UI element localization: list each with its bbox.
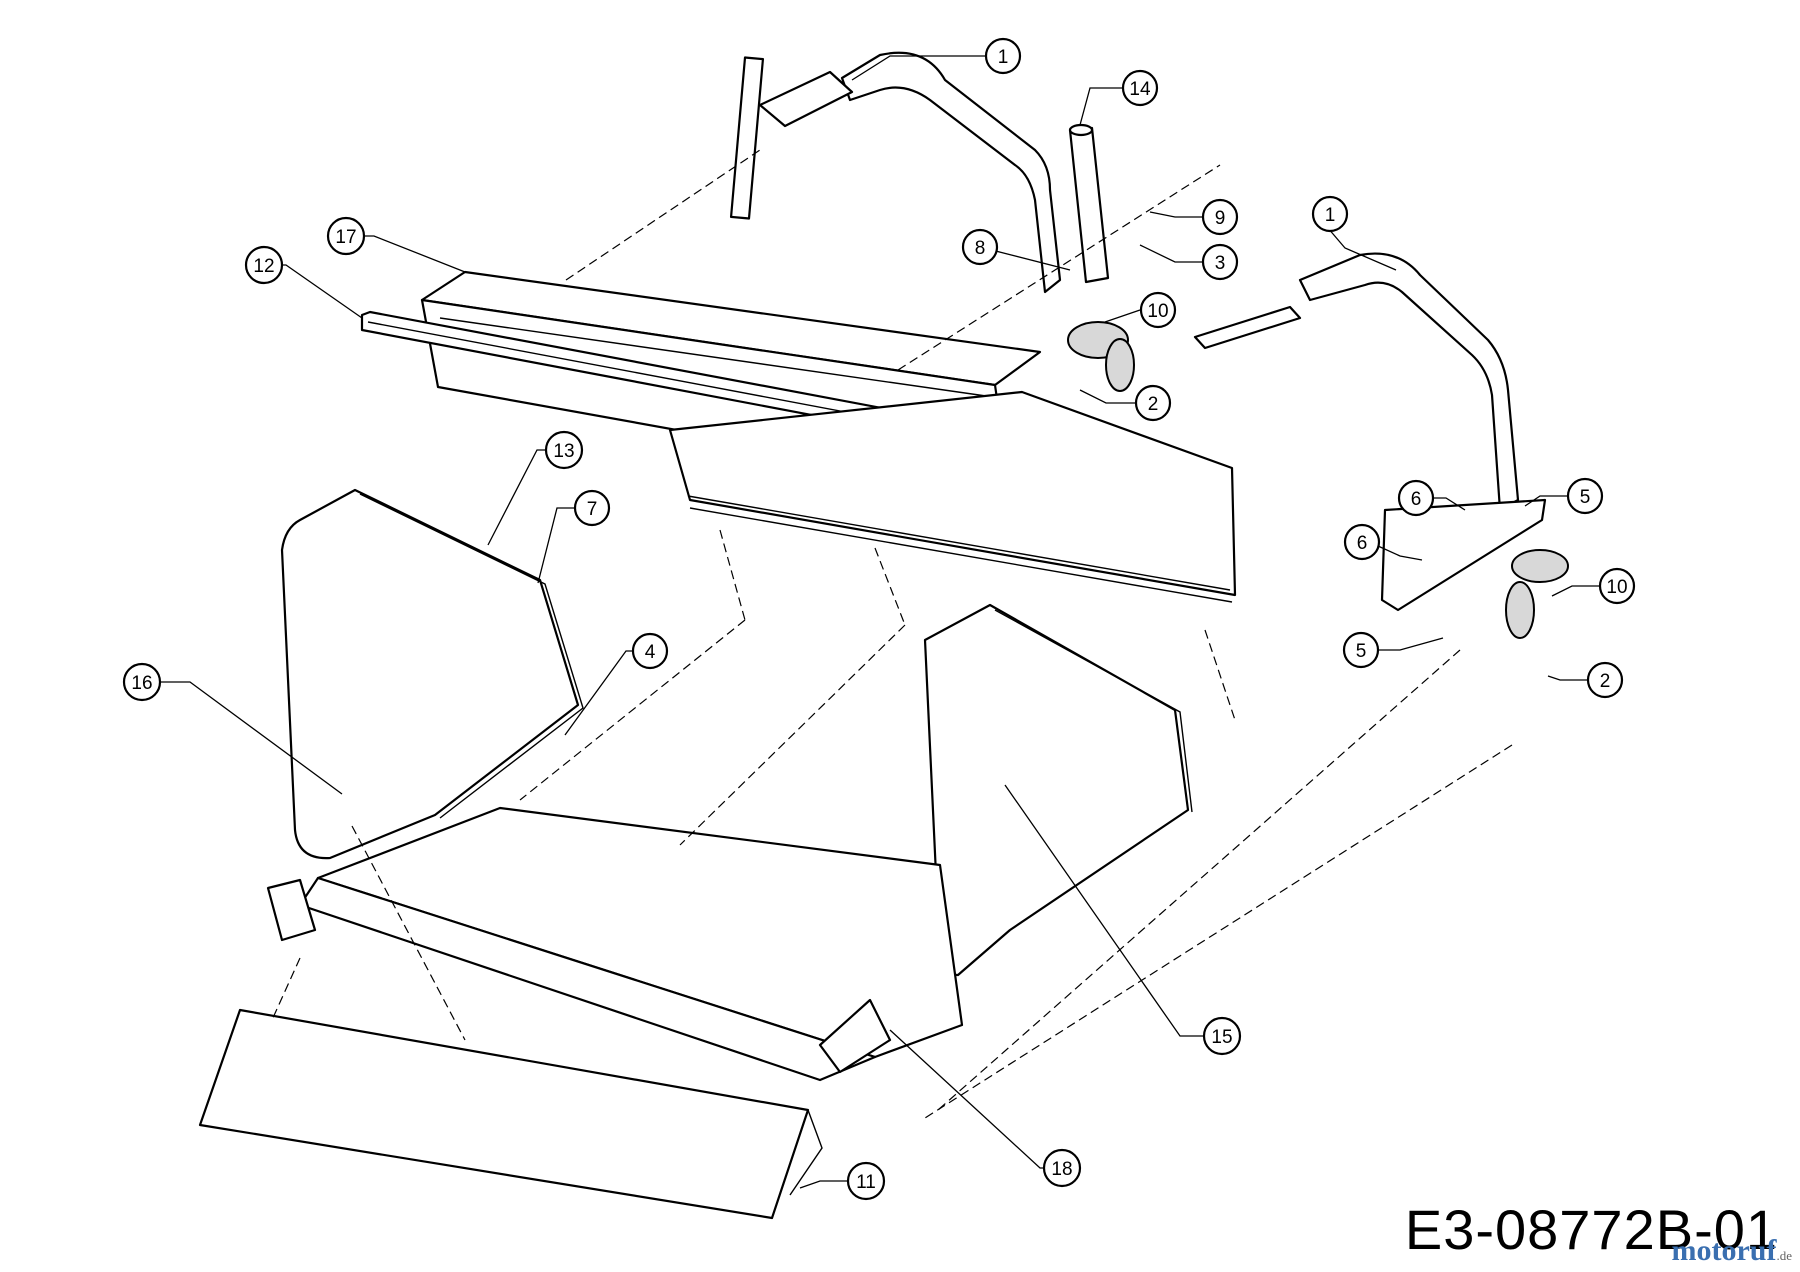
part-5-bracket — [1380, 498, 1547, 612]
callout-10-top: 10 — [1139, 291, 1177, 329]
callout-1-top: 1 — [984, 37, 1022, 75]
callout-6-bottom: 6 — [1343, 523, 1381, 561]
assembly-lines — [271, 149, 1513, 1119]
callout-label: 10 — [1606, 577, 1627, 598]
callout-16: 16 — [122, 662, 162, 702]
bottom-tray — [298, 806, 964, 1082]
part-1-handle-right — [1193, 252, 1520, 512]
callout-17: 17 — [326, 216, 366, 256]
callout-2-top: 2 — [1134, 384, 1172, 422]
callout-label: 12 — [253, 256, 274, 277]
callout-label: 10 — [1147, 301, 1168, 322]
part-18-front-bracket — [266, 878, 892, 1074]
callout-1-right: 1 — [1311, 195, 1349, 233]
callout-3: 3 — [1201, 243, 1239, 281]
callout-13: 13 — [544, 430, 584, 470]
part-14-tube — [1068, 123, 1110, 284]
callout-8: 8 — [961, 228, 999, 266]
callout-label: 6 — [1411, 489, 1422, 510]
callout-label: 8 — [975, 238, 986, 259]
callout-5-right: 5 — [1566, 477, 1604, 515]
callout-14: 14 — [1121, 69, 1159, 107]
callout-2-right: 2 — [1586, 661, 1624, 699]
callout-18: 18 — [1042, 1148, 1082, 1188]
part-11-chute-plate — [198, 1008, 823, 1220]
callout-label: 2 — [1600, 671, 1611, 692]
watermark-logo: motoruf.de — [1671, 1234, 1792, 1268]
callout-label: 14 — [1129, 79, 1151, 100]
callout-label: 1 — [1325, 205, 1336, 226]
callout-11: 11 — [846, 1161, 886, 1201]
callout-label: 7 — [587, 499, 598, 520]
callout-6-top: 6 — [1397, 479, 1435, 517]
callout-4: 4 — [631, 632, 669, 670]
callout-10-right: 10 — [1598, 567, 1636, 605]
part-1-handle-top — [729, 51, 1062, 294]
callout-label: 5 — [1356, 641, 1367, 662]
drawing-code: E3-08772B-01 — [1404, 1198, 1778, 1261]
callout-label: 15 — [1211, 1027, 1232, 1048]
callout-label: 6 — [1357, 533, 1368, 554]
back-panel — [668, 390, 1237, 603]
part-15-right-panel — [923, 603, 1193, 977]
callout-label: 4 — [645, 642, 656, 663]
part-16-left-panel — [280, 488, 584, 860]
callout-label: 2 — [1148, 394, 1159, 415]
callout-label: 9 — [1215, 208, 1226, 229]
callout-label: 1 — [998, 47, 1009, 68]
callout-label: 17 — [335, 227, 356, 248]
callout-label: 16 — [131, 673, 152, 694]
callout-label: 13 — [553, 441, 574, 462]
callout-label: 11 — [856, 1172, 876, 1193]
callout-label: 18 — [1051, 1159, 1072, 1180]
part-10-caster-top — [1067, 321, 1135, 392]
callout-label: 3 — [1215, 253, 1226, 274]
callout-9: 9 — [1201, 198, 1239, 236]
callout-15: 15 — [1202, 1016, 1242, 1056]
callout-7: 7 — [573, 489, 611, 527]
part-10-caster-right — [1505, 549, 1569, 639]
callout-label: 5 — [1580, 487, 1591, 508]
watermark-main: motoruf — [1671, 1234, 1777, 1267]
watermark-suffix: .de — [1776, 1248, 1792, 1263]
callout-12: 12 — [244, 245, 284, 285]
callout-5-bottom: 5 — [1342, 631, 1380, 669]
